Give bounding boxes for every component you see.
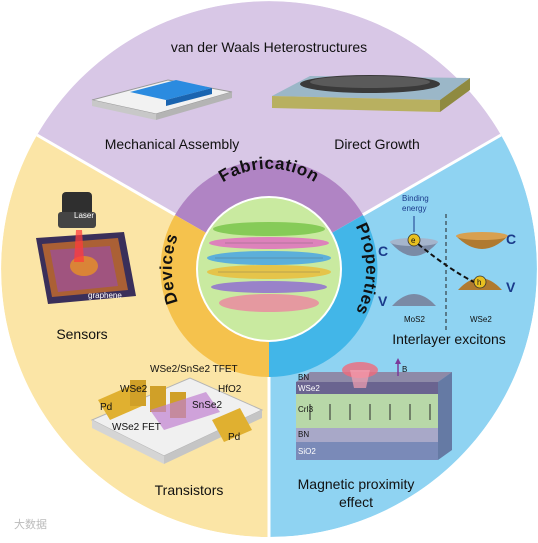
electron-symbol: e: [411, 236, 416, 245]
band-c-left: C: [378, 243, 388, 259]
magnetic-proximity-illustration: B BN WSe2 CrI3 BN SiO2: [296, 358, 452, 460]
mag-b-label: B: [402, 365, 407, 374]
sensor-material-label: graphene: [88, 291, 122, 300]
mag-sio2-label: SiO2: [298, 447, 316, 456]
interlayer-exciton-diagram: Binding energy e h C C V V MoS2 WSe2: [378, 194, 516, 330]
transistor-pd-left-label: Pd: [100, 402, 112, 413]
binding-energy-label-2: energy: [402, 204, 426, 213]
mos2-valence-band: [392, 294, 436, 306]
hole-symbol: h: [477, 278, 481, 287]
mechanical-assembly-caption: Mechanical Assembly: [105, 136, 240, 152]
mag-cri3-label: CrI3: [298, 405, 314, 414]
transistor-fet-label: WSe2 FET: [112, 422, 161, 433]
transistor-illustration: WSe2/SnSe2 TFET WSe2 SnSe2 HfO2 Pd Pd WS…: [90, 364, 264, 464]
transistor-snse2-label: SnSe2: [192, 400, 222, 411]
mag-bn-top-label: BN: [298, 373, 309, 382]
transistor-hfo2-label: HfO2: [218, 384, 242, 395]
mag-wse2-label: WSe2: [298, 384, 320, 393]
magnetic-caption-line1: Magnetic proximity: [298, 476, 415, 492]
sensor-illustration: Laser graphene: [36, 192, 136, 304]
transistor-wse2-label: WSe2: [120, 384, 148, 395]
band-v-left: V: [378, 293, 388, 309]
watermark: 大数据: [14, 517, 47, 531]
sensor-laser-label: Laser: [74, 211, 94, 220]
magnetic-caption-line2: effect: [339, 494, 373, 510]
center-lattice: [207, 222, 331, 312]
mag-bn-bottom-label: BN: [298, 430, 309, 439]
sensors-caption: Sensors: [56, 326, 107, 342]
direct-growth-illustration: [272, 75, 470, 112]
binding-energy-label-1: Binding: [402, 194, 429, 203]
fabrication-title: van der Waals Heterostructures: [171, 39, 367, 55]
electron-dot: [407, 233, 421, 247]
direct-growth-caption: Direct Growth: [334, 136, 420, 152]
band-c-right: C: [506, 231, 516, 247]
mos2-label: MoS2: [404, 315, 425, 324]
band-v-right: V: [506, 279, 516, 295]
interlayer-excitons-caption: Interlayer excitons: [392, 331, 506, 347]
transistor-tfet-label: WSe2/SnSe2 TFET: [150, 364, 238, 375]
transistors-caption: Transistors: [155, 482, 224, 498]
mechanical-assembly-illustration: [91, 79, 233, 120]
transistor-pd-right-label: Pd: [228, 432, 240, 443]
mos2-conduction-band: [390, 242, 438, 256]
wse2-band-label: WSe2: [470, 315, 492, 324]
sector-fabrication: [37, 1, 501, 269]
